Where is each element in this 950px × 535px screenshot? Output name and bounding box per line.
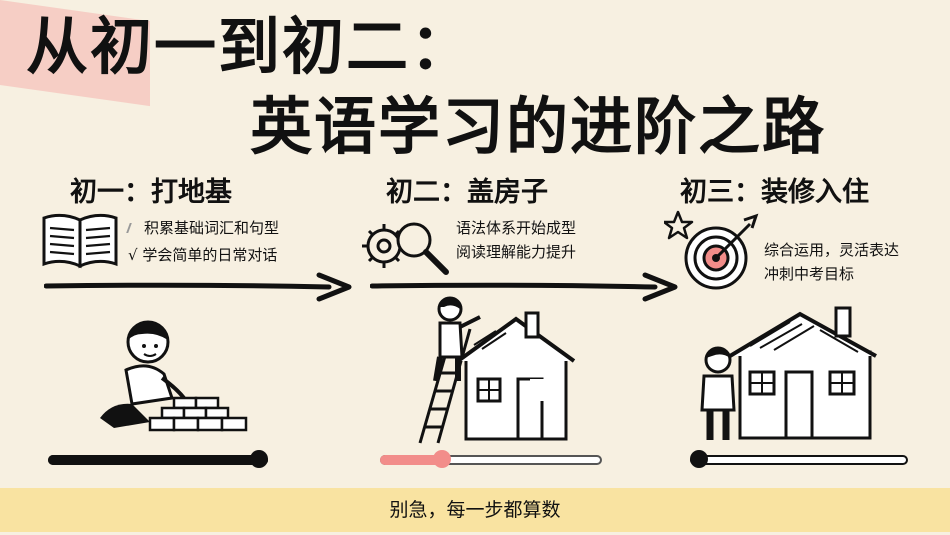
arrow-stage-1-to-2 [43,272,354,306]
stage-2-progress-bar [380,450,602,468]
open-book-icon [40,210,120,274]
page-title-line-1: 从初一到初二： [26,10,475,83]
stage-1-heading: 初一：打地基 [70,177,232,208]
pencil-check-icon [126,223,142,233]
stage-3-heading: 初三：装修入住 [680,177,869,208]
child-building-house-illustration [414,295,584,449]
stage-3-progress-bar [690,450,908,468]
stage-2-note-1: 语法体系开始成型 [456,219,577,237]
stage-1-note-2: √ 学会简单的日常对话 [128,246,278,264]
target-star-icon [662,206,764,296]
footer-message: 别急，每一步都算数 [389,499,561,521]
footer-banner [0,488,950,532]
stage-3-note-2: 冲刺中考目标 [764,265,855,283]
stage-1-note-1: 积累基础词汇和句型 [126,216,279,241]
stage-1-progress-bar [48,450,268,468]
child-in-front-of-house-illustration [690,300,880,454]
arrow-stage-2-to-3 [369,272,680,306]
stage-3-note-1: 综合运用，灵活表达 [764,241,900,259]
stage-2-note-2: 阅读理解能力提升 [456,243,577,261]
stage-2-heading: 初二：盖房子 [386,177,548,208]
child-stacking-bricks-illustration [92,318,252,442]
gears-magnifier-icon [356,212,456,286]
page-title-line-2: 英语学习的进阶之路 [250,90,827,163]
